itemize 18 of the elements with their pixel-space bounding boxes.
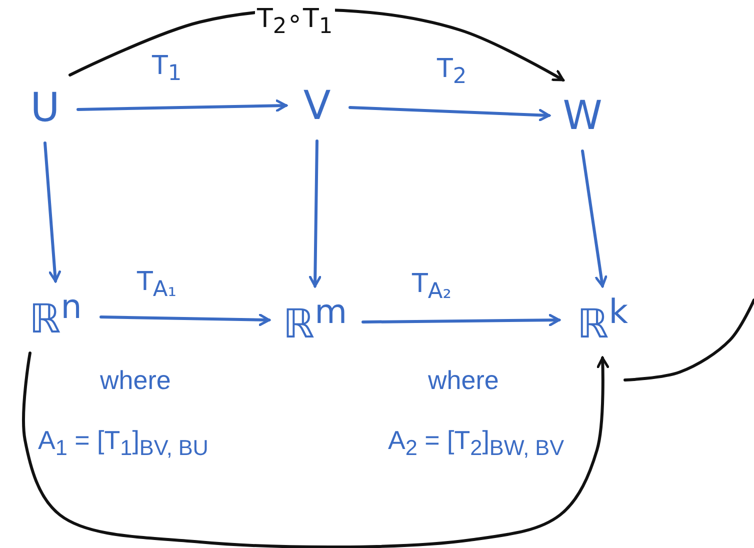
matrix-formula: A$_{2}$ = [T$_{2}$]$_{BW, BV}$ <box>388 425 564 462</box>
arrow <box>76 99 288 112</box>
arrow <box>22 352 610 548</box>
arrow <box>348 106 550 122</box>
arrow <box>100 314 270 326</box>
matrix-formula: A$_{1}$ = [T$_{1}$]$_{BV, BU}$ <box>38 425 208 462</box>
arrow <box>308 140 322 288</box>
note-text: where <box>100 365 171 396</box>
arrow <box>362 314 560 326</box>
math-symbol: ℝ$^{m}$ <box>282 295 348 345</box>
math-symbol: U <box>30 88 60 128</box>
math-symbol: V <box>303 86 331 126</box>
math-symbol: ℝ$^{k}$ <box>577 295 628 345</box>
math-symbol: ℝ$^{n}$ <box>29 290 82 340</box>
math-symbol: W <box>562 96 602 136</box>
arrow <box>44 142 62 282</box>
note-text: where <box>428 365 499 396</box>
arrow <box>581 150 608 288</box>
